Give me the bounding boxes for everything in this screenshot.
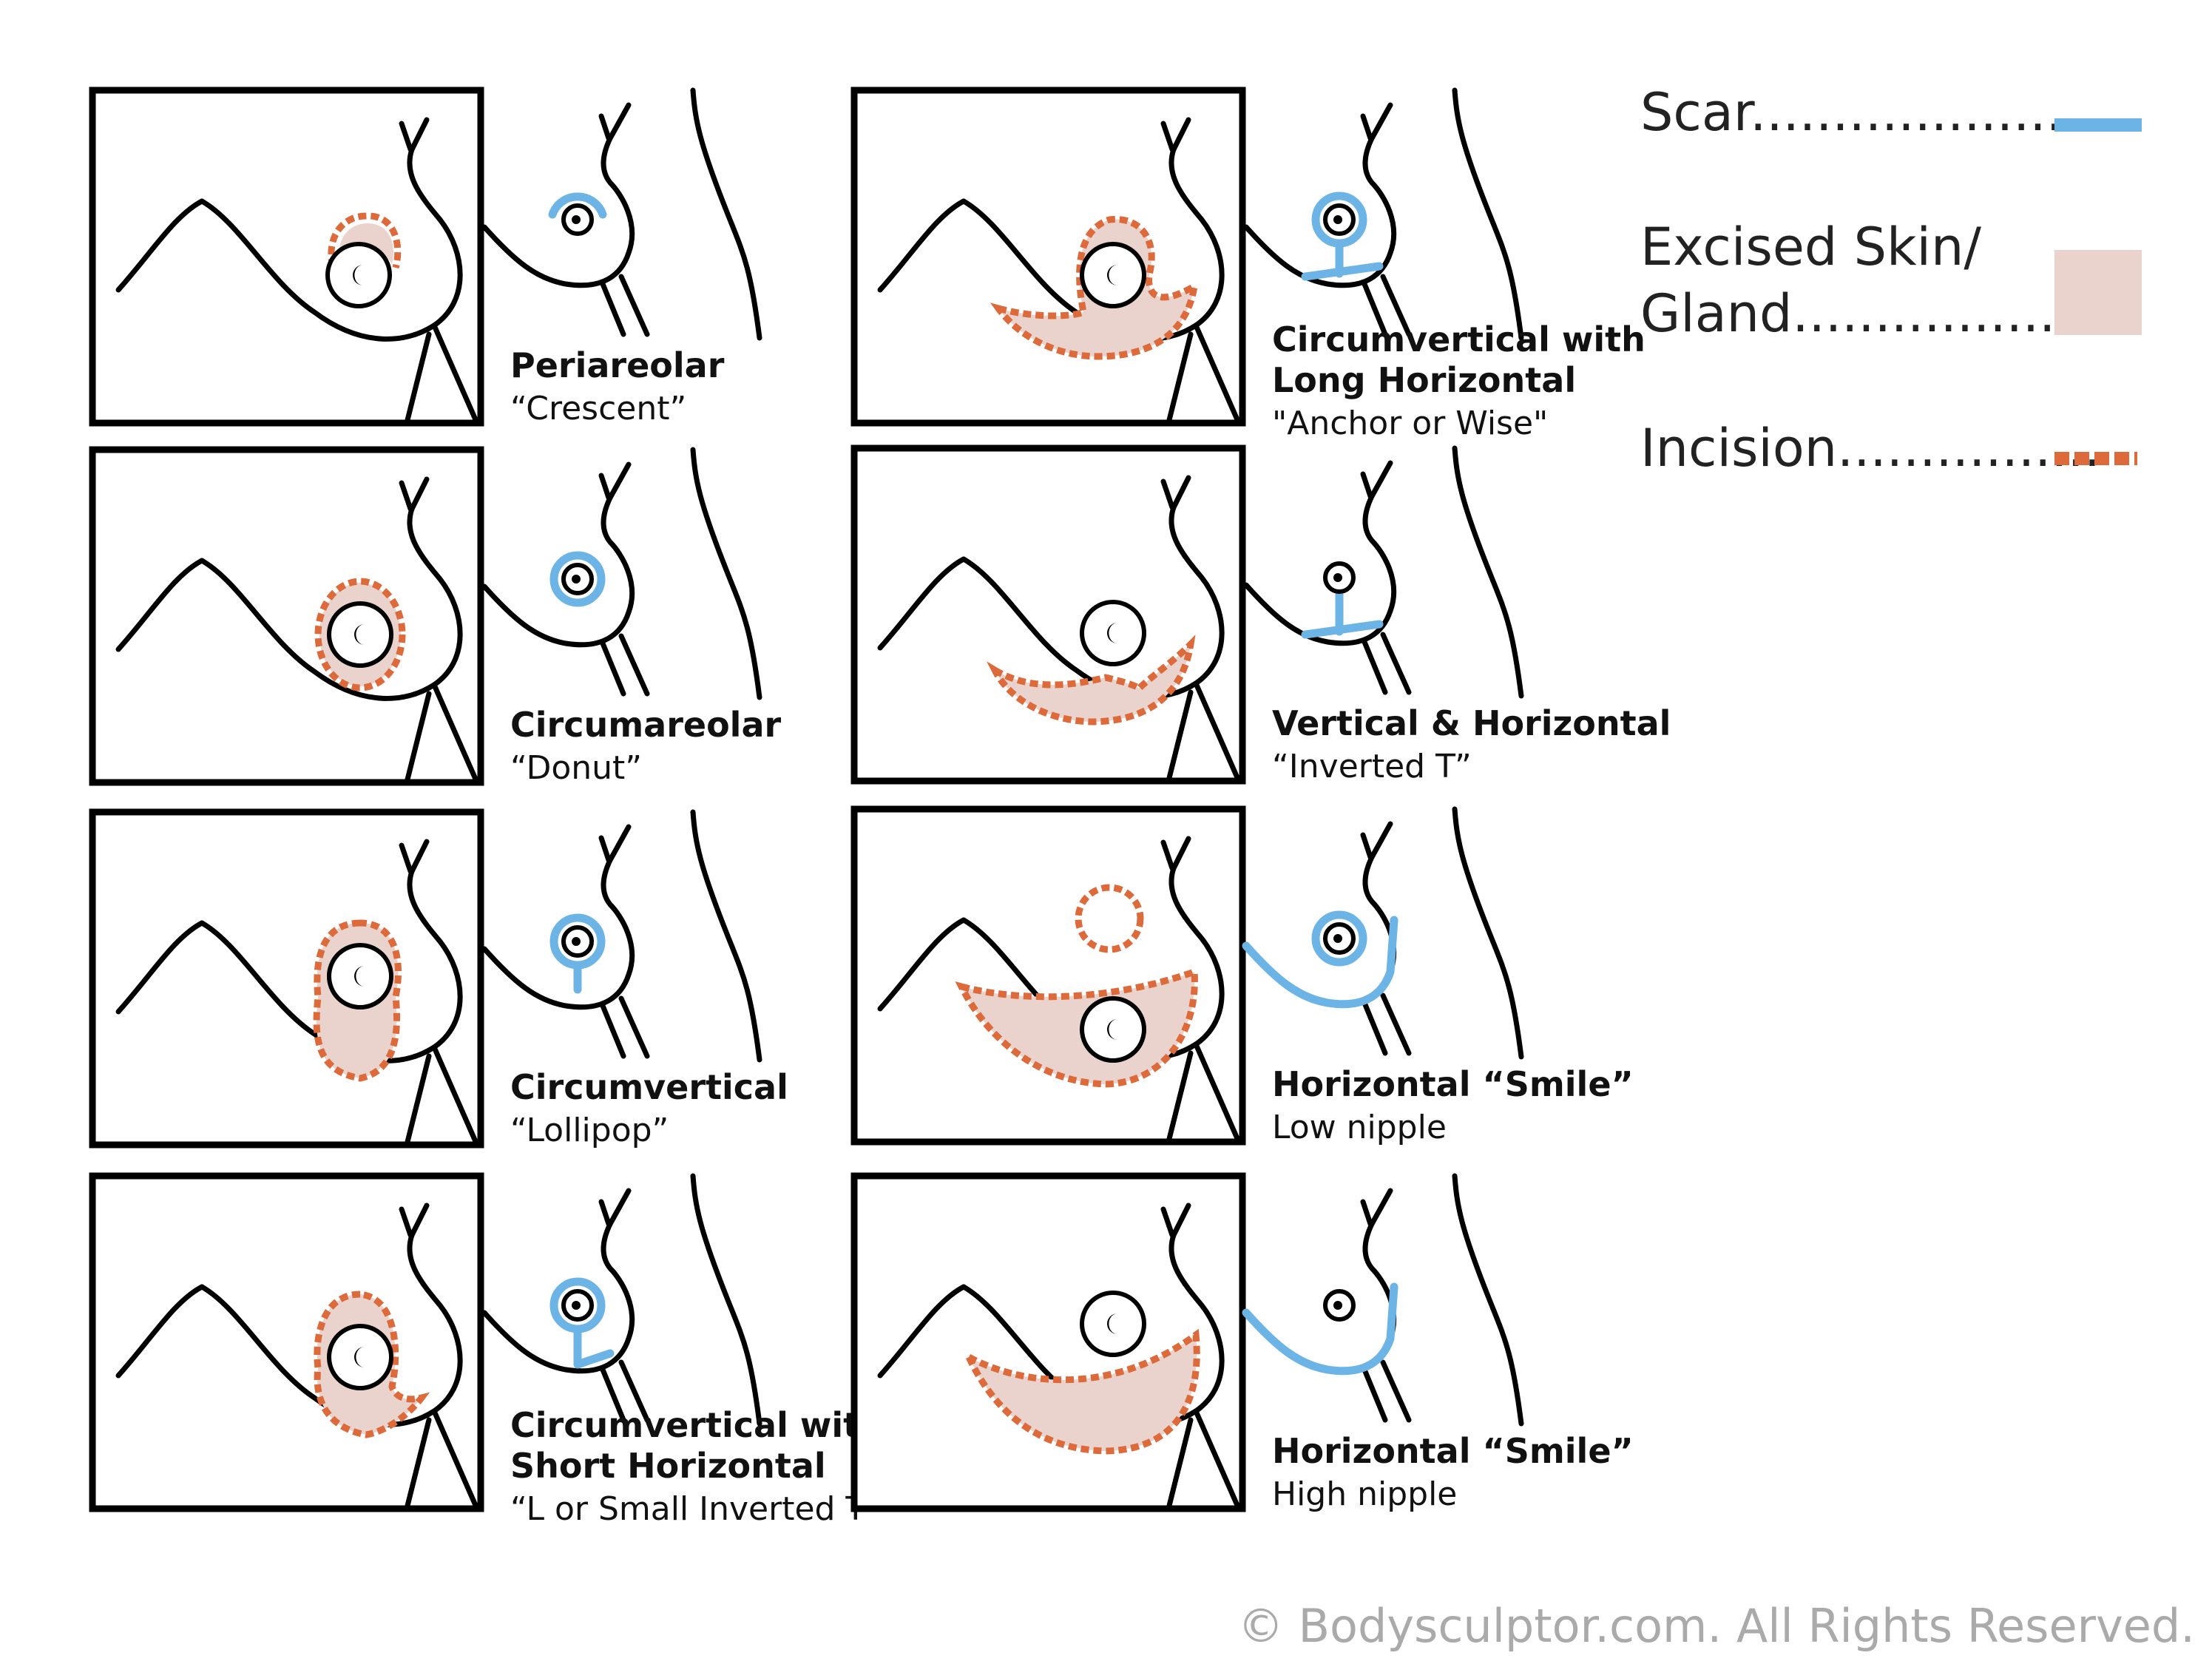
front-view <box>850 87 1246 427</box>
front-view <box>850 1172 1246 1512</box>
copyright-notice: © Bodysculptor.com. All Rights Reserved. <box>1238 1599 2195 1653</box>
procedure-subtitle: High nipple <box>1272 1475 1457 1513</box>
side-view <box>1242 1176 1521 1424</box>
procedure-title: Horizontal “Smile” <box>1272 1064 1634 1104</box>
side-view <box>1246 448 1521 696</box>
side-view <box>484 1176 760 1424</box>
procedure-subtitle: “Lollipop” <box>510 1112 669 1149</box>
procedure-subtitle: “Crescent” <box>510 390 686 427</box>
panel-frame <box>89 1172 484 1512</box>
panel-frame <box>89 446 484 786</box>
procedure-title: Circumvertical with <box>1272 319 1646 359</box>
legend-excised-label-line1: Excised Skin/ <box>1640 217 1981 277</box>
nipple-icon <box>325 242 392 308</box>
side-nipple-icon <box>1323 203 1356 236</box>
legend-excised-swatch <box>2054 250 2142 335</box>
legend-scar-label: Scar...................... <box>1640 82 2112 143</box>
nipple-icon <box>327 601 393 668</box>
legend-excised-label-line2: Gland................... <box>1640 283 2105 344</box>
side-nipple-icon <box>1323 1289 1356 1322</box>
procedure-title: Horizontal “Smile” <box>1272 1431 1634 1471</box>
legend: Scar...................... Excised Skin/… <box>1640 82 2142 478</box>
side-view <box>1246 90 1521 338</box>
side-nipple-icon <box>1323 561 1356 594</box>
procedure-title: Circumvertical with <box>510 1405 884 1445</box>
procedure-title: Vertical & Horizontal <box>1272 703 1671 743</box>
nipple-icon <box>327 943 393 1009</box>
procedure-title: Periareolar <box>510 345 725 385</box>
side-nipple-icon <box>561 925 594 958</box>
side-nipple-icon <box>1323 922 1356 955</box>
procedure-panel: Horizontal “Smile” High nipple <box>850 1172 1634 1513</box>
legend-incision-label: Incision................ <box>1640 418 2100 478</box>
front-view <box>89 446 484 786</box>
procedure-panel: Horizontal “Smile” Low nipple <box>850 805 1634 1146</box>
front-view <box>89 808 484 1149</box>
nipple-icon <box>1080 242 1146 308</box>
procedure-panel: Vertical & Horizontal “Inverted T” <box>850 444 1671 785</box>
procedure-panel: Periareolar “Crescent” <box>89 87 760 427</box>
procedure-subtitle: “Inverted T” <box>1272 748 1472 785</box>
panel-frame <box>850 87 1246 427</box>
procedure-subtitle: “L or Small Inverted T” <box>510 1490 882 1528</box>
side-view <box>484 90 760 338</box>
legend-scar-swatch <box>2054 118 2142 132</box>
procedure-title: Circumvertical <box>510 1067 788 1107</box>
side-view <box>484 812 760 1060</box>
nipple-icon <box>1080 600 1146 666</box>
procedure-subtitle: Low nipple <box>1272 1109 1447 1146</box>
procedure-title: Short Horizontal <box>510 1446 826 1486</box>
side-nipple-icon <box>561 1289 594 1322</box>
nipple-icon <box>1080 1291 1146 1357</box>
nipple-icon <box>327 1324 393 1390</box>
front-view <box>89 1172 484 1512</box>
procedure-title: Circumareolar <box>510 705 781 745</box>
front-view <box>89 87 484 427</box>
procedure-title: Long Horizontal <box>1272 360 1576 400</box>
nipple-icon <box>1080 996 1146 1063</box>
front-view <box>850 805 1246 1146</box>
side-nipple-icon <box>561 203 594 236</box>
procedure-panel: Circumvertical “Lollipop” <box>89 808 788 1149</box>
side-view <box>484 450 760 697</box>
procedure-subtitle: "Anchor or Wise" <box>1272 405 1548 442</box>
side-nipple-icon <box>561 563 594 595</box>
panel-frame <box>850 444 1246 785</box>
panel-frame <box>89 808 484 1149</box>
front-view <box>850 444 1246 785</box>
panel-frame <box>89 87 484 427</box>
side-view <box>1242 809 1521 1057</box>
procedure-subtitle: “Donut” <box>510 749 642 787</box>
procedure-panel: Circumareolar “Donut” <box>89 446 781 787</box>
